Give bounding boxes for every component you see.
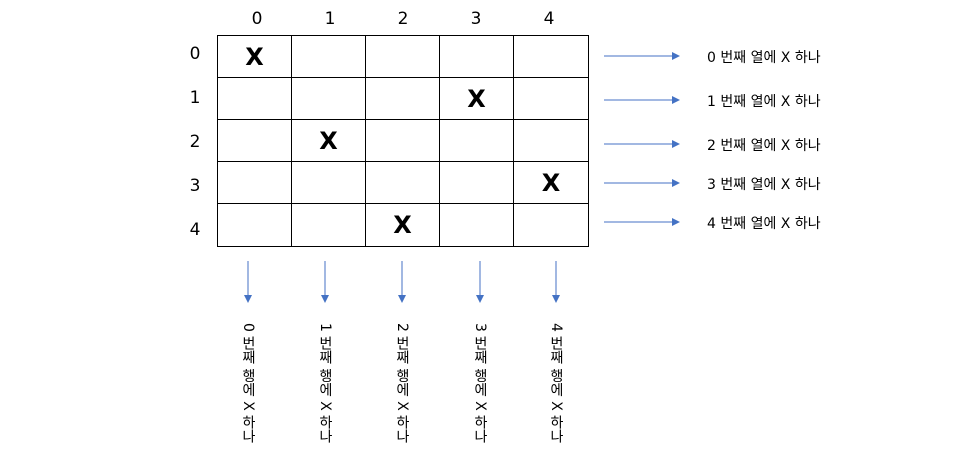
grid-cell (292, 204, 366, 246)
column-note-0: 0 번째 행에 X 하나 (240, 323, 256, 444)
grid-cell (366, 162, 440, 204)
column-note-4: 4 번째 행에 X 하나 (548, 323, 564, 444)
row-index-1: 1 (189, 88, 201, 108)
column-index-2: 2 (397, 9, 409, 29)
row-index-3: 3 (189, 176, 201, 196)
grid-cell: X (440, 78, 514, 120)
grid-cell (514, 78, 588, 120)
column-index-3: 3 (470, 9, 482, 29)
row-note-2: 2 번째 열에 X 하나 (707, 138, 821, 154)
grid-cell: X (366, 204, 440, 246)
row-note-1: 1 번째 열에 X 하나 (707, 94, 821, 110)
row-note-0: 0 번째 열에 X 하나 (707, 50, 821, 66)
row-index-2: 2 (189, 132, 201, 152)
grid-cell: X (292, 120, 366, 162)
row-note-3: 3 번째 열에 X 하나 (707, 177, 821, 193)
grid-cell (218, 78, 292, 120)
grid-cell (218, 162, 292, 204)
grid-cell (440, 36, 514, 78)
grid-cell (514, 120, 588, 162)
column-index-1: 1 (324, 9, 336, 29)
grid-cell (292, 162, 366, 204)
grid-cell (218, 204, 292, 246)
grid-cell (514, 36, 588, 78)
grid-cell (366, 36, 440, 78)
grid-cell (440, 120, 514, 162)
queen-grid: X X X X X (217, 35, 589, 247)
grid-cell (366, 120, 440, 162)
column-note-2: 2 번째 행에 X 하나 (394, 323, 410, 444)
row-index-0: 0 (189, 44, 201, 64)
column-index-4: 4 (543, 9, 555, 29)
grid-cell (440, 162, 514, 204)
grid-cell (218, 120, 292, 162)
column-index-0: 0 (251, 9, 263, 29)
column-note-1: 1 번째 행에 X 하나 (317, 323, 333, 444)
grid-cell: X (218, 36, 292, 78)
row-index-4: 4 (189, 220, 201, 240)
grid-cell: X (514, 162, 588, 204)
column-note-3: 3 번째 행에 X 하나 (472, 323, 488, 444)
grid-cell (292, 36, 366, 78)
grid-cell (292, 78, 366, 120)
grid-cell (440, 204, 514, 246)
row-note-4: 4 번째 열에 X 하나 (707, 216, 821, 232)
grid-cell (366, 78, 440, 120)
